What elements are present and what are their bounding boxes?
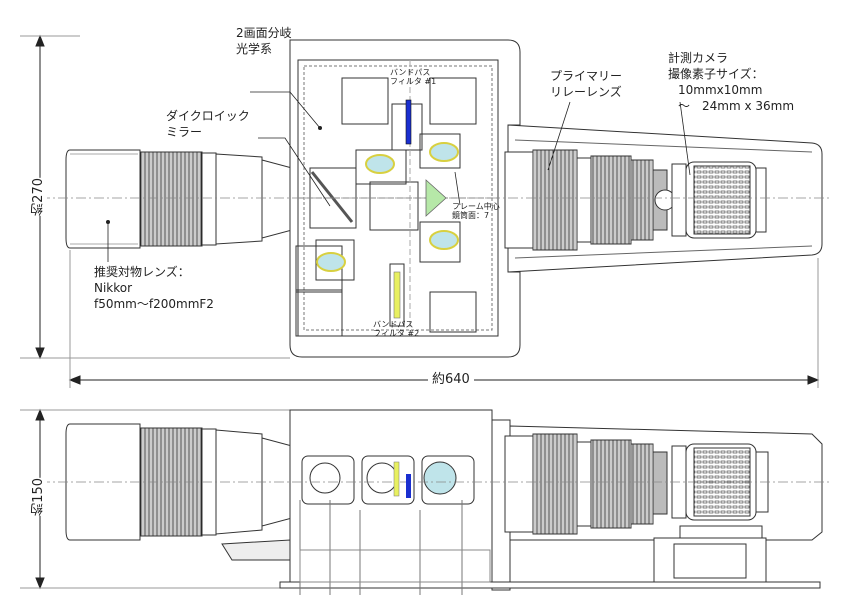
label-primary-relay-lens: プライマリー リレーレンズ: [550, 68, 622, 100]
label-line: 10mmx10mm: [678, 83, 763, 97]
label-line: 鏡筒面：7: [452, 211, 490, 220]
label-line: 2画面分岐: [236, 26, 292, 40]
label-dichroic-mirror: ダイクロイック ミラー: [166, 108, 250, 140]
bandpass-filter-1-side: [406, 474, 411, 498]
lens-d: [316, 252, 346, 272]
lens-c: [429, 230, 459, 250]
label-line: 計測カメラ: [668, 51, 729, 65]
label-line: ダイクロイック: [166, 109, 250, 123]
prism: [425, 179, 447, 217]
primary-relay-lens-side: [504, 433, 668, 535]
leader-lines: [107, 91, 691, 262]
bandpass-filter-1-top: [405, 99, 412, 145]
label-line: バンドパス: [373, 320, 414, 329]
label-measurement-camera: 計測カメラ 撮像素子サイズ： 10mmx10mm ～ 24mm x 36mm: [668, 50, 794, 114]
label-line: 撮像素子サイズ：: [668, 67, 764, 81]
objective-lens-top: [65, 149, 293, 249]
bandpass-filter-2-top: [393, 271, 401, 319]
label-line: Nikkor: [94, 281, 133, 295]
label-dual-split-optics: 2画面分岐 光学系: [236, 25, 292, 57]
lens-a: [365, 154, 395, 174]
coloured-optics-side: [393, 461, 411, 498]
label-line: フレーム中心: [452, 202, 500, 211]
label-bandpass-filter-1: バンドパス フィルタ #1: [390, 68, 436, 86]
label-line: リレーレンズ: [550, 85, 622, 99]
label-line: フィルタ #2: [373, 329, 420, 338]
dimension-height-top: 約270: [31, 178, 47, 216]
label-line: フィルタ #1: [390, 77, 437, 86]
label-line: プライマリー: [550, 69, 623, 83]
bandpass-filter-2-side: [393, 461, 400, 497]
label-recommended-objective: 推奨対物レンズ： Nikkor f50mm～f200mmF2: [94, 264, 214, 312]
label-frame-center: フレーム中心 鏡筒面：7: [452, 202, 500, 220]
objective-lens-side: [65, 423, 293, 561]
top-view: [40, 39, 830, 358]
label-line: ～ 24mm x 36mm: [678, 99, 795, 113]
measurement-camera-top: [671, 161, 767, 239]
splitter-housing-side: [279, 409, 821, 595]
side-view: [40, 409, 830, 595]
label-bandpass-filter-2: バンドパス フィルタ #2: [373, 320, 419, 338]
lens-b: [429, 142, 459, 162]
dimension-height-side: 約150: [31, 478, 47, 516]
label-line: 推奨対物レンズ：: [94, 265, 190, 279]
primary-relay-lens-top: [504, 149, 676, 251]
coloured-optics-top: [106, 99, 459, 319]
dimension-width-total: 約640: [428, 372, 474, 388]
label-line: ミラー: [166, 125, 203, 139]
label-line: バンドパス: [390, 68, 431, 77]
label-line: f50mm～f200mmF2: [94, 297, 214, 311]
label-line: 光学系: [236, 42, 273, 56]
